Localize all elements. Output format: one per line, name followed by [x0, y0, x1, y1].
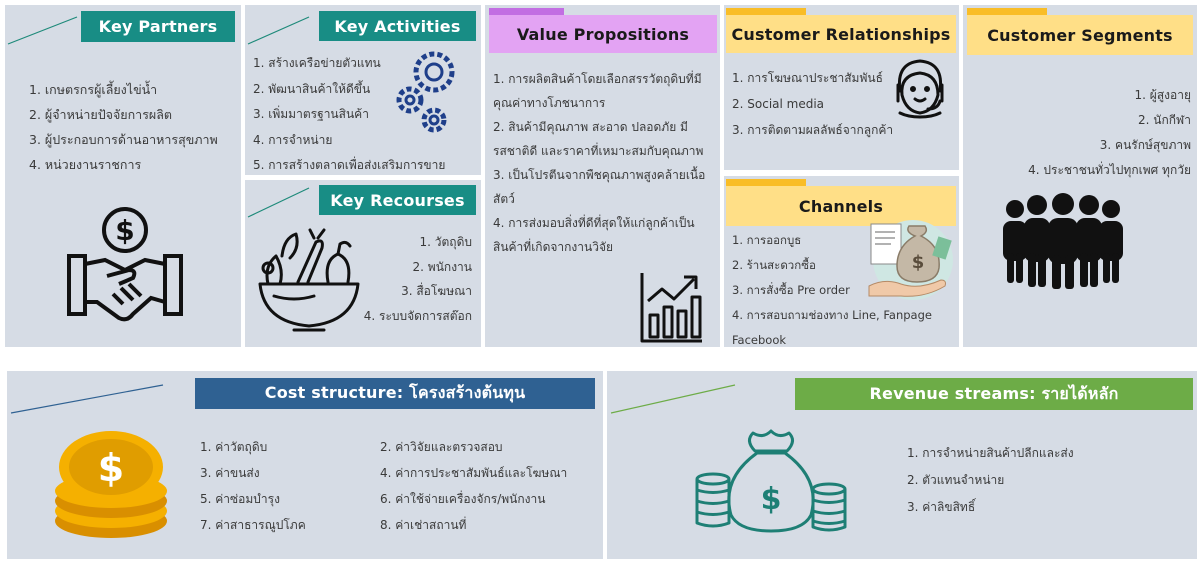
dollar-coins-icon: $ [55, 431, 167, 538]
accent-line [247, 16, 310, 45]
list-item: 4. ระบบจัดการสต๊อก [363, 308, 472, 323]
key-resources-panel: Key Recourses 1. วัตถุดิบ 2. พนักงาน 3. … [245, 180, 481, 347]
list-item: 2. ร้านสะดวกซื้อ [732, 258, 816, 272]
key-activities-panel: Key Activities 1. สร้างเครือข่ายตัวแทน 2… [245, 5, 481, 175]
growth-chart-icon [640, 273, 702, 343]
key-resources-title: Key Recourses [319, 185, 476, 215]
header-tab [967, 8, 1047, 18]
list-item: 7. ค่าสาธารณูปโภค [200, 518, 306, 532]
list-item: 3. คนรักษ์สุขภาพ [1099, 138, 1191, 152]
money-bag-hand-icon: $ [868, 220, 953, 300]
list-item: 4. การสอบถามช่องทาง Line, Fanpage Facebo… [732, 308, 932, 347]
cost-structure-panel: Cost structure: โครงสร้างต้นทุน $ 1. ค่า… [7, 371, 603, 559]
list-item: 4. การส่งมอบสิ่งที่ดีที่สุดให้แก่ลูกค้าเ… [493, 216, 695, 254]
list-item: 3. เป็นโปรตีนจากพืชคุณภาพสูงคล้ายเนื้อสั… [493, 168, 706, 206]
list-item: 1. สร้างเครือข่ายตัวแทน [253, 56, 381, 70]
key-partners-list: 1. เกษตรกรผู้เลี้ยงไข่น้ำ 2. ผู้จำหน่ายป… [29, 77, 218, 177]
key-resources-list: 1. วัตถุดิบ 2. พนักงาน 3. สื่อโฆษณา 4. ร… [364, 230, 472, 328]
accent-line [247, 187, 310, 218]
list-item: 3. ค่าลิขสิทธิ์ [907, 500, 976, 514]
cost-structure-col1: 1. ค่าวัตถุดิบ 3. ค่าขนส่ง 5. ค่าซ่อมบำร… [200, 434, 306, 538]
header-tab [726, 8, 806, 18]
list-item: 2. พัฒนาสินค้าให้ดีขึ้น [253, 81, 371, 96]
customer-relationships-panel: Customer Relationships 1. การโฆษณาประชาส… [724, 5, 959, 170]
list-item: 2. Social media [732, 97, 825, 111]
list-item: 3. เพิ่มมาตรฐานสินค้า [253, 107, 369, 121]
customer-segments-list: 1. ผู้สูงอายุ 2. นักกีฬา 3. คนรักษ์สุขภา… [1028, 83, 1191, 183]
accent-line [610, 384, 736, 414]
handshake-dollar-icon: $ [67, 207, 183, 322]
list-item: 3. การสั่งซื้อ Pre order [732, 283, 850, 297]
list-item: 3. ค่าขนส่ง [200, 466, 260, 480]
value-propositions-panel: Value Propositions 1. การผลิตสินค้าโดยเล… [485, 5, 720, 347]
key-activities-list: 1. สร้างเครือข่ายตัวแทน 2. พัฒนาสินค้าให… [253, 51, 445, 175]
list-item: 1. การจำหน่ายสินค้าปลีกและส่ง [907, 446, 1074, 460]
revenue-streams-title: Revenue streams: รายได้หลัก [795, 378, 1193, 410]
customer-segments-title: Customer Segments [967, 15, 1193, 55]
revenue-streams-list: 1. การจำหน่ายสินค้าปลีกและส่ง 2. ตัวแทนจ… [907, 440, 1074, 521]
list-item: 4. การจำหน่าย [253, 132, 333, 147]
list-item: 1. วัตถุดิบ [419, 235, 472, 249]
svg-text:$: $ [98, 446, 124, 490]
channels-panel: Channels 1. การออกบูธ 2. ร้านสะดวกซื้อ 3… [724, 176, 959, 347]
people-group-icon [1003, 193, 1123, 289]
vegetable-bowl-icon [258, 228, 360, 332]
svg-text:$: $ [761, 482, 782, 517]
customer-relationships-title: Customer Relationships [726, 15, 956, 53]
channels-title: Channels [726, 186, 956, 226]
customer-relationships-list: 1. การโฆษณาประชาสัมพันธ์ 2. Social media… [732, 65, 893, 143]
money-bag-coins-icon: $ [695, 429, 847, 533]
list-item: 5. การสร้างตลาดเพื่อส่งเสริมการขาย [253, 158, 446, 172]
header-tab [726, 179, 806, 189]
header-tab [489, 8, 564, 18]
list-item: 3. การติดตามผลลัพธ์จากลูกค้า [732, 123, 894, 137]
list-item: 1. การโฆษณาประชาสัมพันธ์ [732, 71, 883, 85]
headset-agent-icon [896, 59, 944, 119]
list-item: 2. พนักงาน [412, 259, 472, 274]
list-item: 2. ผู้จำหน่ายปัจจัยการผลิต [29, 107, 173, 122]
list-item: 2. ค่าวิจัยและตรวจสอบ [380, 440, 503, 454]
accent-line [10, 384, 164, 414]
list-item: 5. ค่าซ่อมบำรุง [200, 492, 280, 506]
list-item: 1. ผู้สูงอายุ [1134, 88, 1191, 102]
list-item: 3. สื่อโฆษณา [401, 284, 472, 298]
list-item: 2. สินค้ามีคุณภาพ สะอาด ปลอดภัย มีรสชาติ… [493, 120, 704, 158]
channels-list: 1. การออกบูธ 2. ร้านสะดวกซื้อ 3. การสั่ง… [732, 228, 957, 347]
key-activities-title: Key Activities [319, 11, 476, 41]
accent-line [7, 16, 78, 45]
cost-structure-col2: 2. ค่าวิจัยและตรวจสอบ 4. ค่าการประชาสัมพ… [380, 434, 567, 538]
key-partners-title: Key Partners [81, 11, 235, 42]
list-item: 1. การผลิตสินค้าโดยเลือกสรรวัตถุดิบที่มี… [493, 72, 702, 110]
value-propositions-title: Value Propositions [489, 15, 717, 53]
list-item: 2. ตัวแทนจำหน่าย [907, 473, 1005, 487]
list-item: 1. การออกบูธ [732, 233, 802, 247]
customer-segments-panel: Customer Segments 1. ผู้สูงอายุ 2. นักกี… [963, 5, 1197, 347]
list-item: 1. เกษตรกรผู้เลี้ยงไข่น้ำ [29, 82, 158, 97]
list-item: 2. นักกีฬา [1138, 113, 1191, 127]
key-partners-panel: Key Partners 1. เกษตรกรผู้เลี้ยงไข่น้ำ 2… [5, 5, 241, 347]
list-item: 6. ค่าใช้จ่ายเครื่องจักร/พนักงาน [380, 492, 546, 506]
svg-text:$: $ [912, 252, 925, 273]
list-item: 3. ผู้ประกอบการด้านอาหารสุขภาพ [29, 132, 218, 147]
list-item: 4. หน่วยงานราชการ [29, 157, 142, 172]
list-item: 8. ค่าเช่าสถานที่ [380, 518, 467, 532]
cost-structure-title: Cost structure: โครงสร้างต้นทุน [195, 378, 595, 409]
svg-text:$: $ [115, 214, 134, 247]
list-item: 1. ค่าวัตถุดิบ [200, 440, 268, 454]
revenue-streams-panel: Revenue streams: รายได้หลัก $ 1. การจำหน… [607, 371, 1197, 559]
list-item: 4. ค่าการประชาสัมพันธ์และโฆษณา [380, 466, 568, 480]
gears-icon [396, 51, 455, 133]
value-propositions-list: 1. การผลิตสินค้าโดยเลือกสรรวัตถุดิบที่มี… [493, 67, 711, 259]
list-item: 4. ประชาชนทั่วไปทุกเพศ ทุกวัย [1028, 163, 1191, 177]
